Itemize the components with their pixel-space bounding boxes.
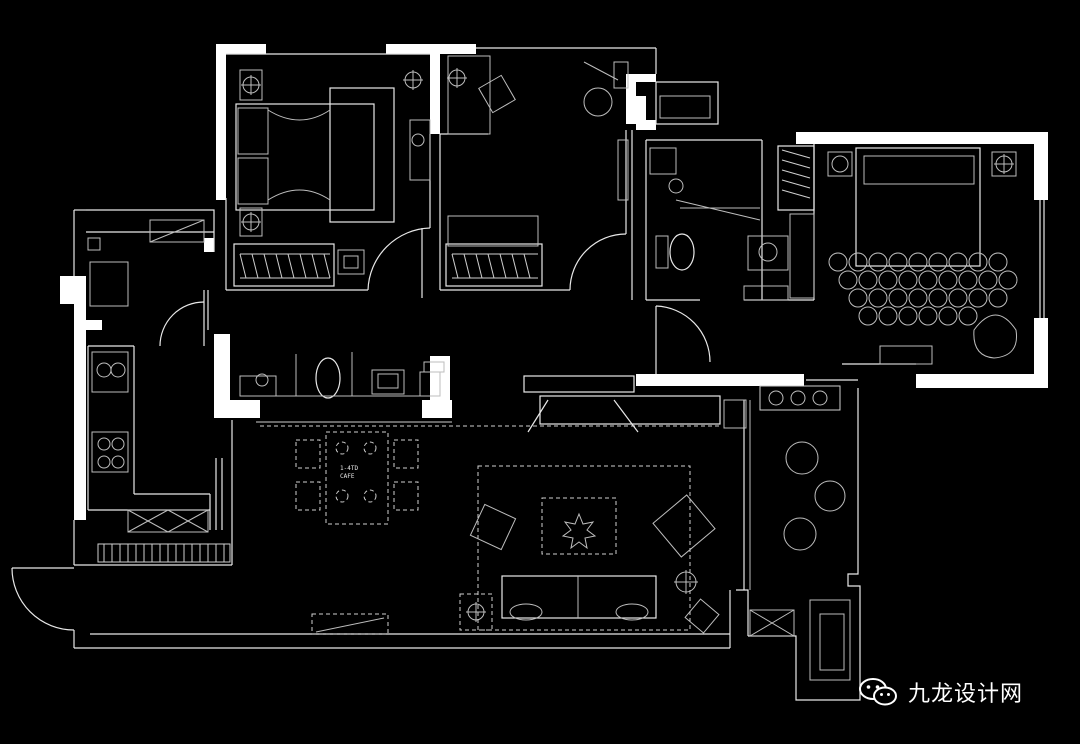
guest-bed — [855, 147, 981, 267]
toilet-icon — [669, 233, 695, 271]
watermark-text: 九龙设计网 — [908, 682, 1024, 707]
dining-table — [325, 431, 389, 525]
master-bed — [235, 103, 375, 211]
wechat-icon — [859, 678, 897, 706]
sink-icon — [747, 235, 789, 271]
sofa — [501, 575, 657, 619]
table-note-line1: 1-4TD — [340, 465, 358, 472]
lamp-icon — [239, 68, 467, 237]
coffee-table — [541, 497, 617, 555]
flower-icon — [561, 512, 597, 550]
rug — [477, 465, 691, 631]
outline — [11, 47, 1045, 701]
walls — [60, 44, 1048, 520]
watermark: 九龙设计网 — [858, 676, 1023, 708]
table-note-line2: CAFE — [340, 473, 355, 480]
furniture: 1-4TD CAFE — [91, 55, 1018, 635]
